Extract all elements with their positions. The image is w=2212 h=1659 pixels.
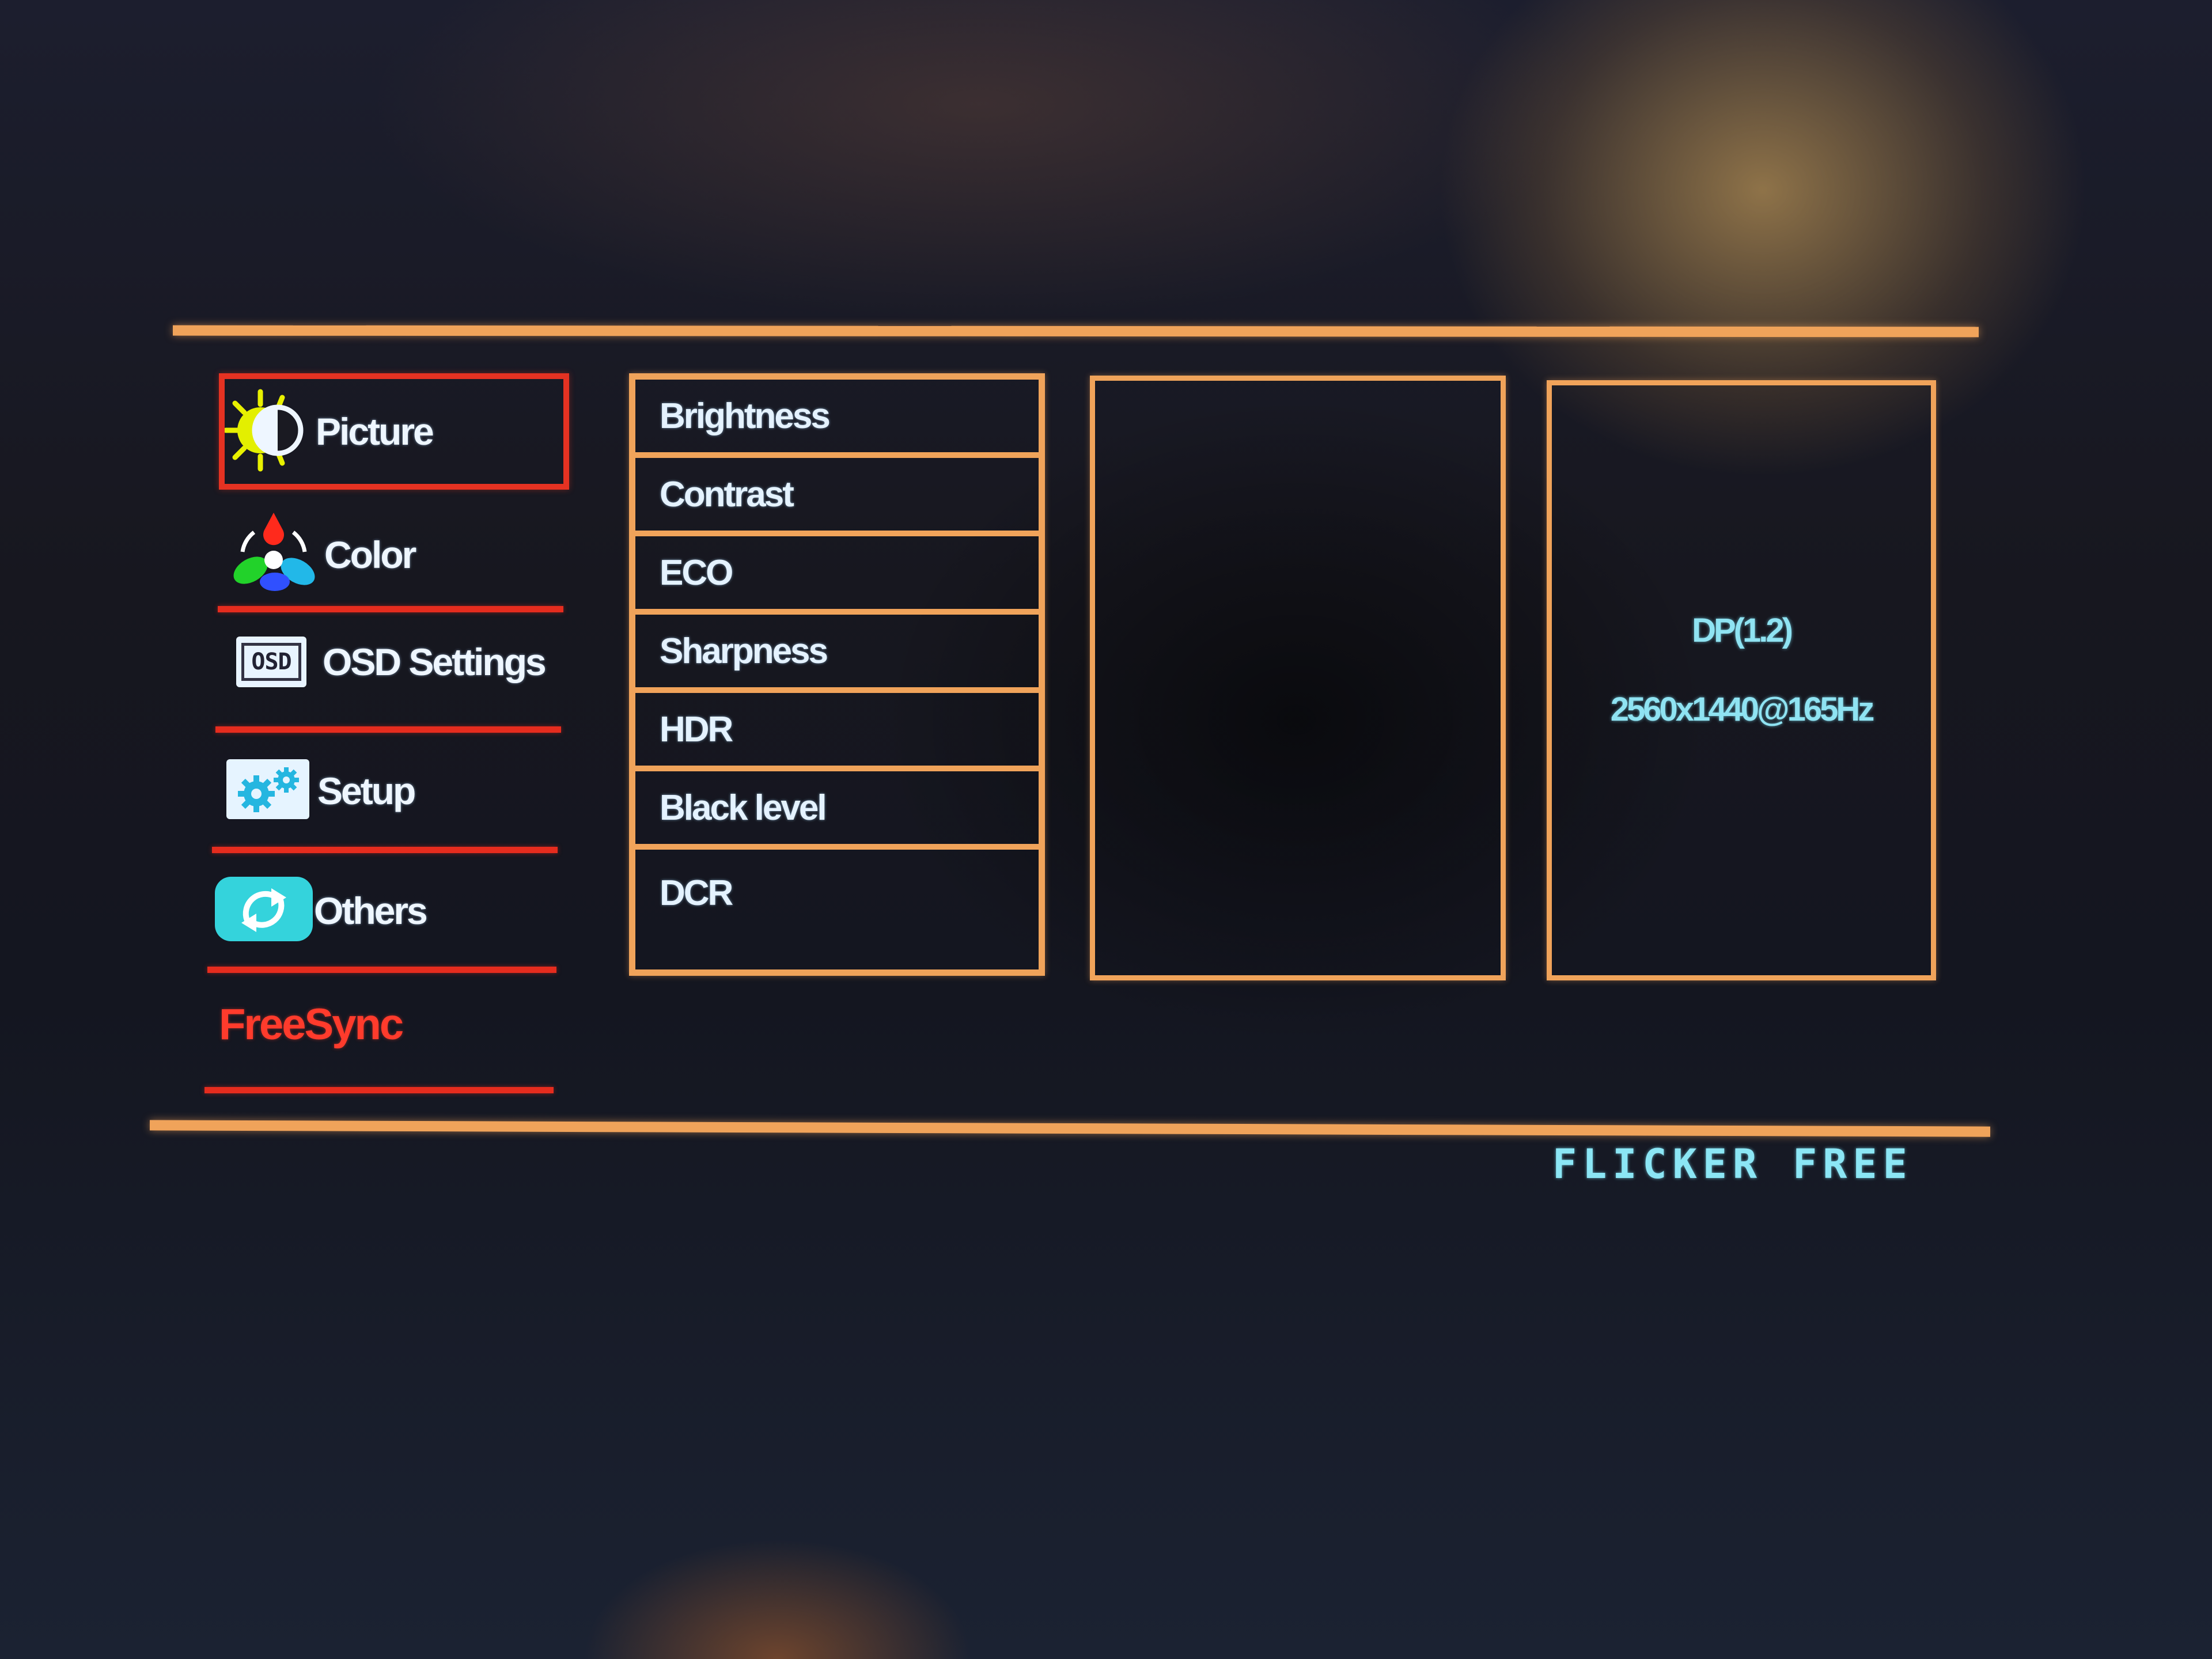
input-source: DP(1.2) [1692, 612, 1793, 649]
input-resolution: 2560x1440@165Hz [1610, 691, 1875, 728]
submenu-item-black-level[interactable]: Black level [635, 771, 1039, 850]
menu-item-color[interactable]: Color [228, 507, 416, 602]
menu-separator [218, 606, 563, 612]
menu-separator [204, 1087, 554, 1093]
picture-submenu: Brightness Contrast ECO Sharpness HDR Bl… [629, 373, 1045, 976]
submenu-item-sharpness[interactable]: Sharpness [635, 615, 1039, 693]
menu-separator [215, 726, 561, 733]
freesync-item[interactable]: FreeSync [219, 1000, 404, 1049]
value-panel [1090, 376, 1506, 980]
input-info-panel: DP(1.2) 2560x1440@165Hz [1547, 380, 1936, 980]
submenu-item-label: Contrast [660, 474, 794, 514]
submenu-item-hdr[interactable]: HDR [635, 693, 1039, 771]
submenu-item-brightness[interactable]: Brightness [635, 380, 1039, 458]
submenu-item-contrast[interactable]: Contrast [635, 458, 1039, 536]
gears-icon [226, 759, 309, 822]
menu-item-label: Others [314, 889, 428, 932]
menu-item-osd-settings[interactable]: OSD OSD Settings [236, 637, 547, 687]
color-drops-icon [228, 507, 320, 602]
osd-icon-text: OSD [241, 643, 301, 681]
menu-item-picture[interactable]: Picture [219, 373, 569, 490]
menu-item-label: Picture [316, 410, 434, 453]
bottom-frame-line [149, 1120, 1991, 1137]
submenu-item-dcr[interactable]: DCR [635, 850, 1039, 936]
submenu-item-label: Black level [660, 787, 827, 828]
submenu-item-eco[interactable]: ECO [635, 536, 1039, 615]
flicker-free-badge: FLICKER FREE [1552, 1141, 1913, 1188]
submenu-item-label: Sharpness [660, 631, 828, 671]
osd-icon: OSD [236, 637, 306, 687]
menu-item-setup[interactable]: Setup [226, 759, 416, 822]
menu-item-label: OSD Settings [323, 641, 547, 683]
sun-contrast-icon [223, 387, 311, 476]
menu-item-others[interactable]: Others [215, 877, 428, 944]
submenu-item-label: HDR [660, 709, 733, 749]
menu-separator [207, 967, 556, 973]
submenu-item-label: Brightness [660, 396, 831, 436]
refresh-arrows-icon [215, 877, 313, 944]
menu-item-label: Color [324, 533, 416, 576]
top-frame-line [172, 325, 1979, 338]
submenu-item-label: ECO [660, 552, 733, 593]
menu-item-label: Setup [317, 769, 416, 812]
submenu-item-label: DCR [660, 873, 733, 913]
menu-separator [212, 847, 558, 853]
